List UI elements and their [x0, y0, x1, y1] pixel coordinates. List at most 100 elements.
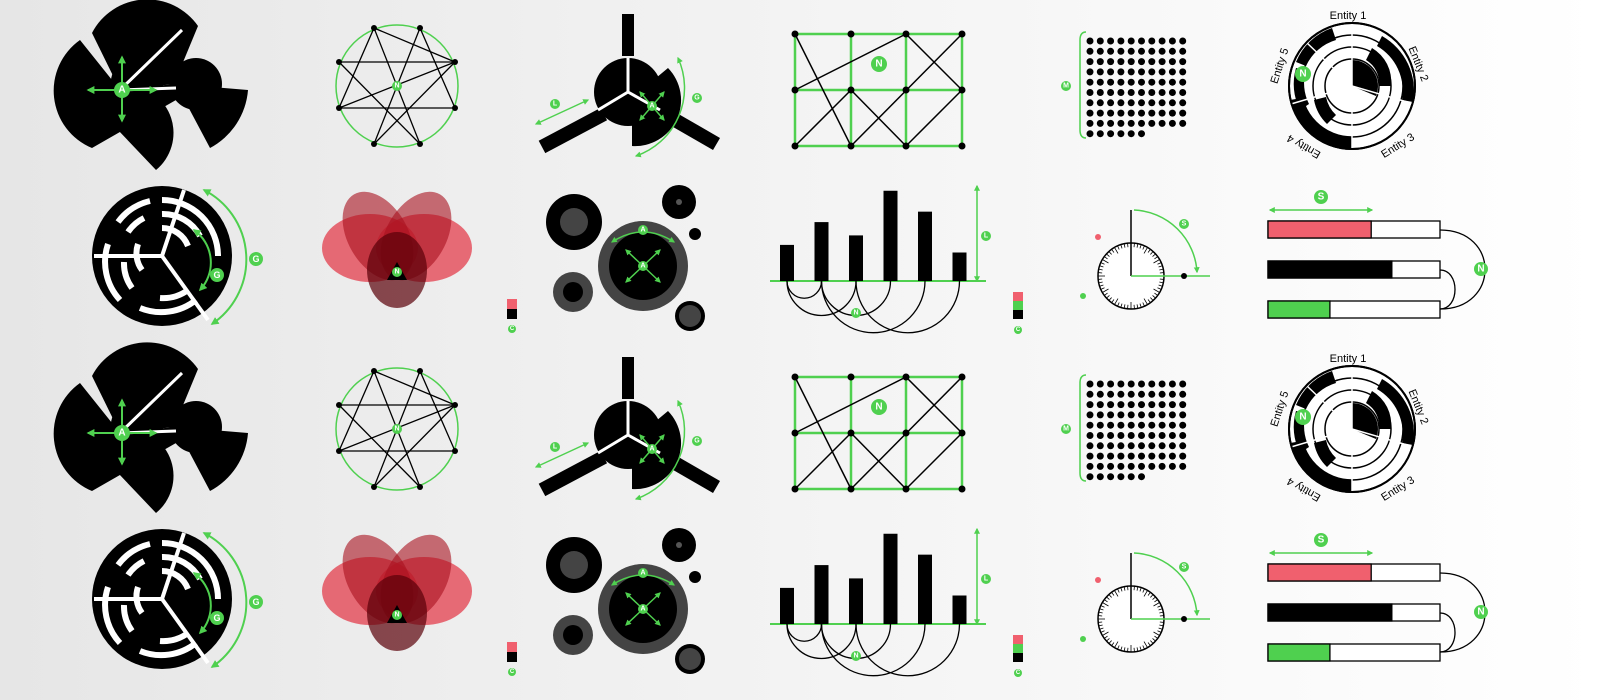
matrix-dot [1138, 58, 1145, 65]
matrix-dot [1087, 79, 1094, 86]
matrix-dot [1117, 79, 1124, 86]
matrix-dot [1097, 48, 1104, 55]
circle-cluster-glyph-2 [546, 528, 705, 674]
badge-length: L [553, 444, 558, 451]
matrix-dot [1148, 453, 1155, 460]
link-arc-3 [822, 624, 926, 676]
badge-angle: A [640, 227, 645, 234]
matrix-dot [1159, 79, 1166, 86]
circle-cluster-glyph [546, 185, 705, 331]
badge-matrix: M [1063, 83, 1069, 90]
badge-length: L [984, 576, 989, 583]
progress-fill-3 [1268, 644, 1330, 661]
grid-network-glyph [792, 31, 966, 150]
matrix-dot [1097, 442, 1104, 449]
matrix-dot [1097, 89, 1104, 96]
matrix-dot [1159, 453, 1166, 460]
matrix-dot [1107, 58, 1114, 65]
matrix-dot [1148, 89, 1155, 96]
matrix-dot [1159, 89, 1166, 96]
bar-2 [815, 222, 829, 281]
badge-gap: G [252, 597, 259, 607]
matrix-dot [1097, 58, 1104, 65]
matrix-dot [1138, 48, 1145, 55]
matrix-dot [1138, 89, 1145, 96]
matrix-dot [1097, 79, 1104, 86]
matrix-dot [1117, 442, 1124, 449]
matrix-dot [1169, 38, 1176, 45]
progress-fill-2 [1268, 261, 1392, 278]
matrix-dot [1097, 68, 1104, 75]
badge-angle: A [640, 570, 645, 577]
matrix-dot [1169, 99, 1176, 106]
matrix-dot [1179, 463, 1186, 470]
matrix-dot [1117, 401, 1124, 408]
matrix-dot [1097, 463, 1104, 470]
matrix-dot [1117, 130, 1124, 137]
badge-color: C [1016, 327, 1021, 333]
matrix-dot [1097, 473, 1104, 480]
matrix-dot [1107, 130, 1114, 137]
badge-node: N [394, 612, 399, 619]
matrix-dot [1107, 463, 1114, 470]
matrix-dot [1107, 48, 1114, 55]
matrix-dot [1087, 473, 1094, 480]
matrix-dot [1128, 401, 1135, 408]
matrix-dot [1117, 99, 1124, 106]
matrix-dot [1087, 48, 1094, 55]
badge-node: N [394, 426, 399, 433]
dot-matrix-glyph [1061, 32, 1186, 138]
matrix-dot [1128, 442, 1135, 449]
matrix-dot [1148, 463, 1155, 470]
matrix-dot [1097, 401, 1104, 408]
matrix-dot [1148, 120, 1155, 127]
progress-fill-1 [1268, 221, 1371, 238]
badge-gap: G [213, 613, 220, 623]
matrix-dot [1117, 463, 1124, 470]
matrix-dot [1169, 391, 1176, 398]
matrix-dot [1097, 110, 1104, 117]
matrix-dot [1128, 89, 1135, 96]
matrix-dot [1138, 463, 1145, 470]
matrix-dot [1128, 463, 1135, 470]
matrix-dot [1159, 411, 1166, 418]
badge-color: C [1016, 670, 1021, 676]
bar-1 [780, 245, 794, 281]
matrix-dot [1087, 391, 1094, 398]
dot-matrix-glyph-2 [1061, 375, 1186, 481]
matrix-dot [1138, 38, 1145, 45]
matrix-dot [1107, 432, 1114, 439]
matrix-dot [1138, 381, 1145, 388]
matrix-dot [1087, 99, 1094, 106]
matrix-dot [1138, 411, 1145, 418]
matrix-dot [1097, 453, 1104, 460]
matrix-dot [1087, 463, 1094, 470]
matrix-dot [1159, 58, 1166, 65]
radial-rings-glyph [1289, 22, 1415, 150]
matrix-dot [1138, 432, 1145, 439]
matrix-dot [1148, 99, 1155, 106]
bar-3 [849, 578, 863, 624]
matrix-dot [1128, 110, 1135, 117]
matrix-dot [1148, 79, 1155, 86]
progress-fill-3 [1268, 301, 1330, 318]
bar-5 [918, 555, 932, 624]
matrix-dot [1169, 453, 1176, 460]
matrix-dot [1087, 453, 1094, 460]
link-arc-3 [822, 281, 926, 333]
matrix-dot [1087, 411, 1094, 418]
badge-angle: A [640, 606, 645, 613]
matrix-dot [1148, 38, 1155, 45]
entity-label-5: Entity 5 [1269, 390, 1292, 429]
matrix-dot [1087, 442, 1094, 449]
matrix-dot [1128, 453, 1135, 460]
gap-rings-glyph-2 [92, 529, 263, 669]
matrix-dot [1159, 48, 1166, 55]
badge-length: L [553, 101, 558, 108]
angle-pie-glyph [54, 0, 248, 170]
badge-angle: A [118, 85, 125, 96]
matrix-dot [1107, 120, 1114, 127]
badge-node: N [853, 310, 858, 317]
petal-glyph-2 [322, 522, 472, 651]
